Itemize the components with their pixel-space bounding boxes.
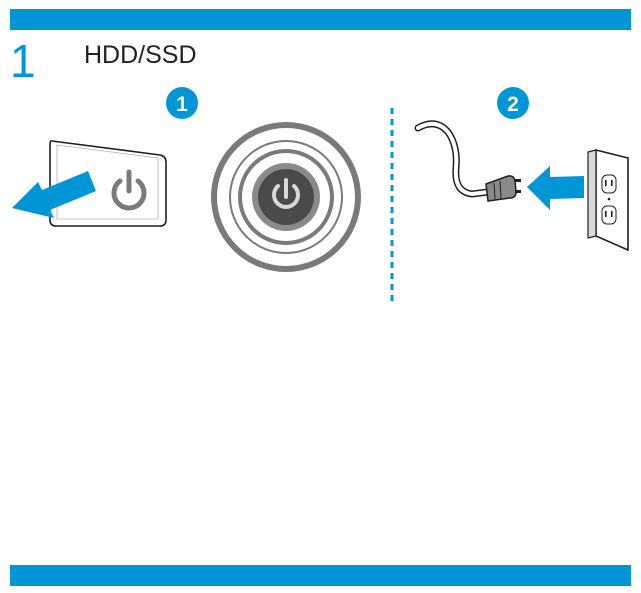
- step-number: 1: [10, 35, 36, 87]
- step-badge-2: 2: [497, 87, 529, 119]
- push-arrow-icon: [12, 171, 96, 218]
- plug-arrow-icon: [527, 166, 584, 210]
- wall-outlet-icon: [587, 148, 629, 252]
- top-banner-bar: [10, 9, 631, 30]
- power-symbol-icon: [111, 169, 147, 211]
- step-badge-2-label: 2: [507, 93, 519, 116]
- power-symbol-icon: [272, 178, 300, 209]
- power-cord-icon: [414, 120, 521, 202]
- page-title: HDD/SSD: [84, 41, 197, 69]
- power-hold-rings-icon: [211, 122, 361, 272]
- bottom-banner-bar: [10, 565, 631, 586]
- power-button-icon: [49, 140, 167, 227]
- step-badge-1: 1: [166, 87, 198, 119]
- step-badge-1-label: 1: [176, 93, 188, 116]
